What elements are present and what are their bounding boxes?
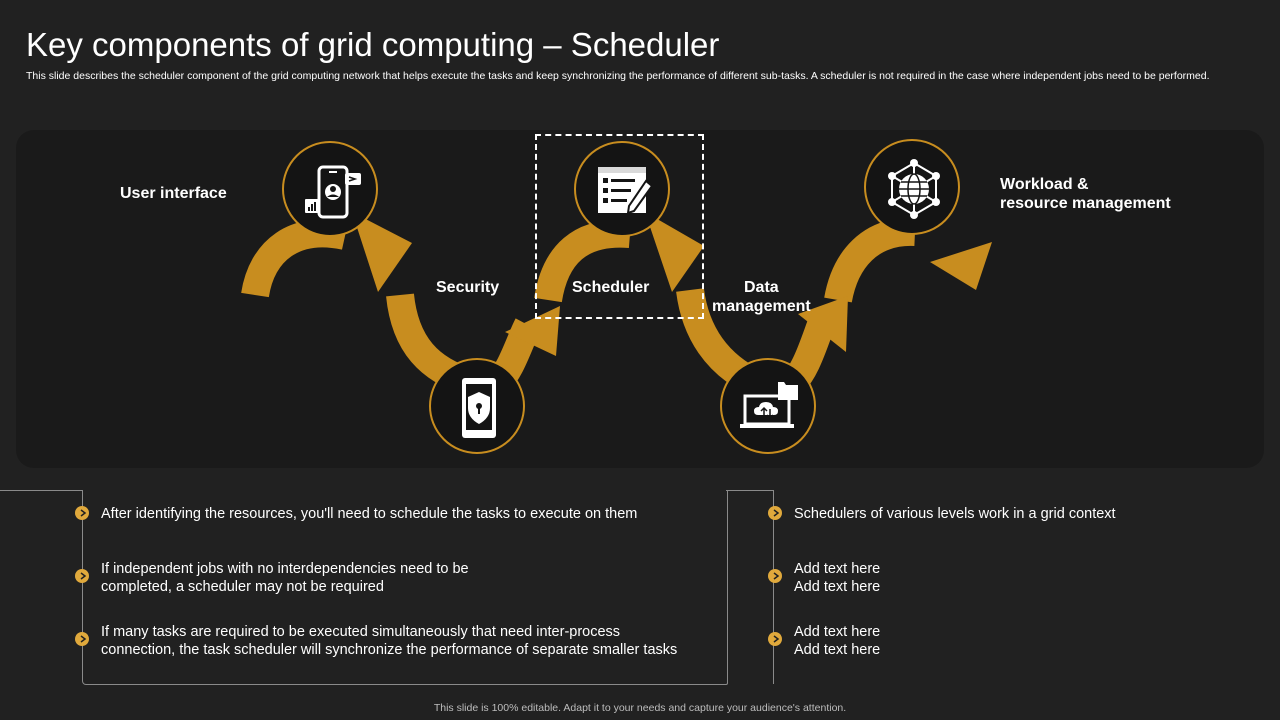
left-bullet-3: If many tasks are required to be execute…: [75, 623, 677, 659]
left-bracket-frame: [82, 490, 728, 685]
step-label-data-management: Data management: [712, 279, 811, 315]
bullet-dot-icon: [75, 506, 89, 520]
arrowhead-1: [352, 212, 412, 292]
bullet-dot-icon: [75, 632, 89, 646]
step-circle-workload: [864, 139, 960, 235]
slide-title: Key components of grid computing – Sched…: [26, 26, 720, 63]
bullet-dot-icon: [768, 506, 782, 520]
right-bullet-1: Schedulers of various levels work in a g…: [768, 505, 1116, 523]
right-bullet-3: Add text here Add text here: [768, 623, 880, 659]
left-bullet-2-text: If independent jobs with no interdepende…: [101, 561, 469, 595]
checklist-pencil-icon: [598, 167, 654, 215]
mobile-shield-lock-icon: [462, 378, 496, 438]
step-circle-data-management: [720, 358, 816, 454]
bullet-dot-icon: [768, 632, 782, 646]
arrowhead-3: [645, 212, 704, 292]
left-bullet-1-text: After identifying the resources, you'll …: [101, 506, 638, 522]
step-circle-user-interface: [282, 141, 378, 237]
right-bullet-3-text: Add text here Add text here: [794, 624, 881, 658]
laptop-cloud-folder-icon: [740, 382, 798, 428]
slide-footer: This slide is 100% editable. Adapt it to…: [433, 702, 847, 714]
globe-network-icon: [888, 159, 940, 219]
step-label-scheduler: Scheduler: [572, 279, 650, 296]
step-label-security: Security: [436, 279, 500, 296]
step-circle-security: [429, 358, 525, 454]
bullet-dot-icon: [768, 569, 782, 583]
mobile-user-icon: [305, 165, 361, 219]
left-bracket-top: [0, 490, 82, 491]
arrow-segment-7: [824, 217, 916, 303]
bullet-dot-icon: [75, 569, 89, 583]
step-circle-scheduler: [574, 141, 670, 237]
left-bullet-1: After identifying the resources, you'll …: [75, 505, 637, 523]
scheduler-highlight-box: [535, 134, 704, 319]
right-bullet-2: Add text here Add text here: [768, 560, 880, 596]
right-bullet-2-text: Add text here Add text here: [794, 561, 881, 595]
arrow-segment-1: [241, 219, 348, 298]
right-bracket-top: [726, 490, 773, 491]
left-bullet-3-text: If many tasks are required to be execute…: [101, 624, 678, 658]
right-bracket-line: [773, 490, 774, 684]
left-bullet-2: If independent jobs with no interdepende…: [75, 560, 469, 596]
slide-subtitle: This slide describes the scheduler compo…: [26, 70, 1210, 82]
arrowhead-4: [798, 296, 848, 352]
step-label-user-interface: User interface: [120, 185, 227, 202]
right-bullet-1-text: Schedulers of various levels work in a g…: [794, 506, 1116, 522]
step-label-workload: Workload & resource management: [1000, 176, 1171, 212]
arrowhead-5: [930, 242, 992, 290]
